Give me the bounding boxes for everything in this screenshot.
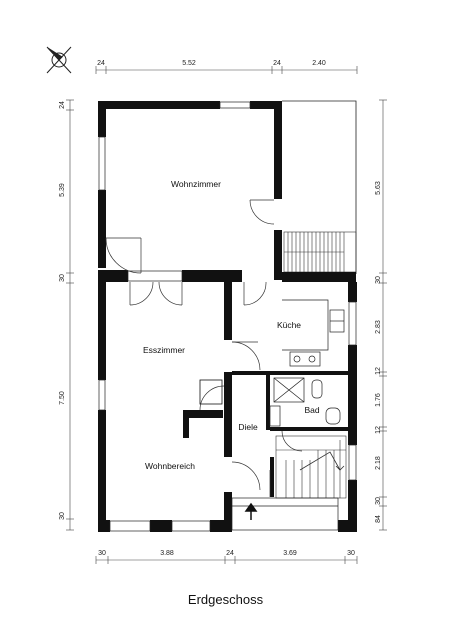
terrace-outline [282,100,357,274]
interior-stairs [275,435,347,499]
dim-bottom-5: 30 [347,550,355,557]
dim-bottom-1: 30 [98,550,106,557]
dim-right-4: 12 [375,367,382,375]
room-label-kueche: Küche [277,320,301,330]
dim-top-3: 24 [273,60,281,67]
dim-left-1: 24 [59,101,66,109]
walls [98,101,357,532]
dim-bottom-3: 24 [226,550,234,557]
dimension-labels: 24 5.52 24 2.40 30 3.88 24 3.69 30 24 5.… [59,60,382,557]
dim-left-5: 30 [59,512,66,520]
kitchen-fixtures [282,299,345,367]
dim-right-3: 2.83 [375,320,382,334]
dim-right-6: 12 [375,426,382,434]
dim-top-2: 5.52 [182,60,196,67]
dim-right-5: 1.76 [375,393,382,407]
plan-caption: Erdgeschoss [187,592,264,607]
room-label-diele: Diele [238,422,258,432]
windows [98,101,357,532]
room-labels: Wohnzimmer Küche Esszimmer Bad Diele Woh… [143,179,320,471]
dim-bottom-2: 3.88 [160,550,174,557]
dim-right-1: 5.63 [375,181,382,195]
dim-top-1: 24 [97,60,105,67]
room-label-bad: Bad [304,405,319,415]
entrance-step [231,497,339,531]
bathroom-fixtures [269,377,341,427]
dim-left-2: 5.39 [59,183,66,197]
room-label-wohnzimmer: Wohnzimmer [171,179,221,189]
dim-left-4: 7.50 [59,391,66,405]
dim-right-7: 2.18 [375,456,382,470]
room-label-esszimmer: Esszimmer [143,345,185,355]
entrance-arrow-icon [244,502,258,520]
terrace-stairs [283,231,357,273]
dim-bottom-4: 3.69 [283,550,297,557]
dimension-lines [66,66,387,564]
dim-right-8: 30 [375,497,382,505]
door-swings [105,199,303,497]
compass-rose-icon [46,46,72,74]
dim-top-4: 2.40 [312,60,326,67]
room-label-wohnbereich: Wohnbereich [145,461,195,471]
dim-right-9: 84 [375,515,382,523]
dim-right-2: 30 [375,276,382,284]
dim-left-3: 30 [59,274,66,282]
